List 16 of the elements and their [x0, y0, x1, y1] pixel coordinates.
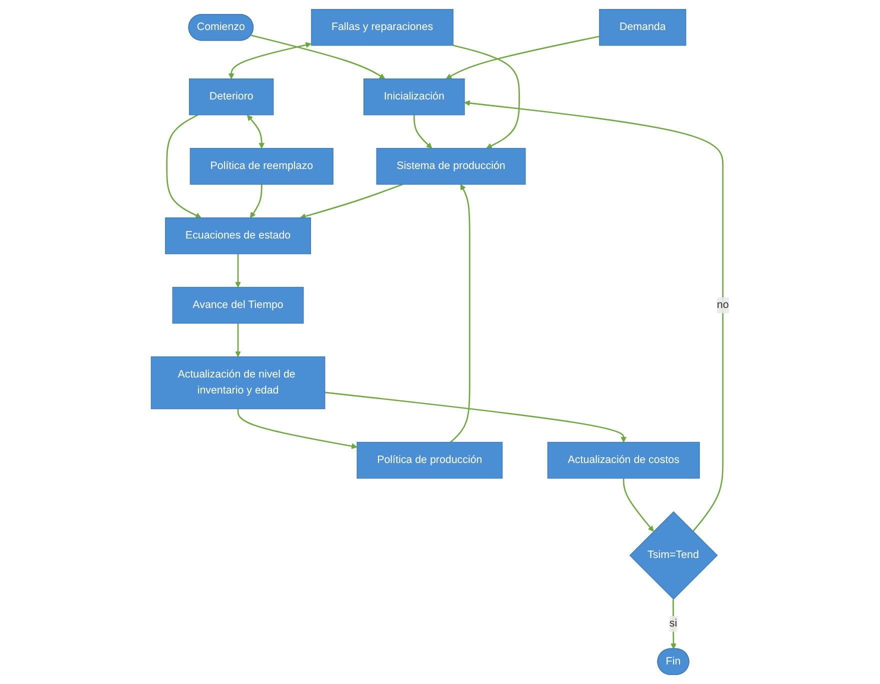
- edge-label: no: [716, 297, 729, 314]
- edge-label: si: [669, 616, 678, 632]
- process-box: Ecuaciones de estado: [165, 217, 311, 254]
- decision-diamond: Tsim=Tend: [629, 511, 718, 600]
- process-box: Actualización de nivel de inventario y edad: [150, 356, 326, 410]
- process-box: Deterioro: [188, 78, 274, 116]
- process-box: Inicialización: [363, 78, 465, 116]
- process-box: Avance del Tiempo: [172, 286, 304, 324]
- process-box: Actualización de costos: [547, 442, 700, 479]
- terminal-box: Comienzo: [188, 14, 254, 41]
- process-box: Demanda: [599, 9, 686, 46]
- process-box: Política de producción: [356, 442, 503, 479]
- process-box: Política de reemplazo: [190, 148, 334, 185]
- terminal-box: Fin: [657, 648, 690, 675]
- process-box: Fallas y reparaciones: [311, 9, 454, 46]
- process-box: Sistema de producción: [376, 148, 526, 185]
